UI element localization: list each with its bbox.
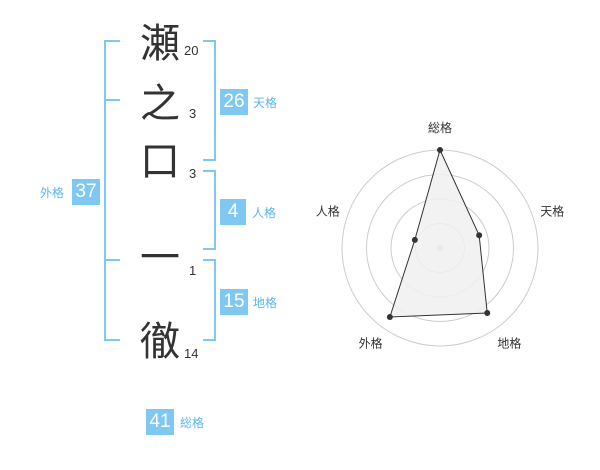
stroke-count-4: 1 [189,263,197,278]
tenkaku-badge: 26 [220,89,248,115]
radar-axis-label-3: 地格 [497,335,521,350]
radar-axis-label-2: 天格 [540,204,564,219]
radar-point-4 [386,313,393,320]
gaikaku-bracket [104,40,120,341]
name-char-5: 徹 [140,319,180,365]
stroke-count-5: 14 [184,346,199,361]
radar-point-5 [411,236,418,243]
gaikaku-bracket-tick-lower [104,259,120,261]
soukaku-badge: 41 [146,409,174,435]
name-char-3: 口 [140,139,180,185]
chikaku-label: 地格 [253,296,278,310]
radar-points [386,147,491,320]
tenkaku-bracket [203,40,216,161]
name-char-1: 瀬 [140,21,180,67]
jinkaku-bracket [203,170,216,250]
jinkaku-label: 人格 [252,206,277,220]
name-char-2: 之 [140,81,180,127]
radar-point-2 [476,232,483,239]
tenkaku-label: 天格 [253,96,278,110]
radar-point-1 [437,147,443,153]
name-char-4: 一 [140,235,180,281]
radar-polygon [389,148,488,318]
gaikaku-bracket-tick-upper [104,99,120,101]
radar-point-3 [484,310,491,317]
stroke-count-2: 3 [189,106,197,121]
stroke-count-3: 3 [189,166,197,181]
gaikaku-badge: 37 [72,179,100,205]
radar-axis-label-4: 外格 [359,335,383,350]
chikaku-badge: 15 [220,289,248,315]
radar-axis-label-5: 人格 [316,204,340,219]
jinkaku-badge: 4 [220,199,246,225]
soukaku-label: 総格 [180,416,205,430]
radar-axis-label-1: 総格 [428,120,452,135]
stroke-count-1: 20 [184,43,199,58]
chikaku-bracket [203,259,216,341]
gaikaku-label: 外格 [40,186,65,200]
